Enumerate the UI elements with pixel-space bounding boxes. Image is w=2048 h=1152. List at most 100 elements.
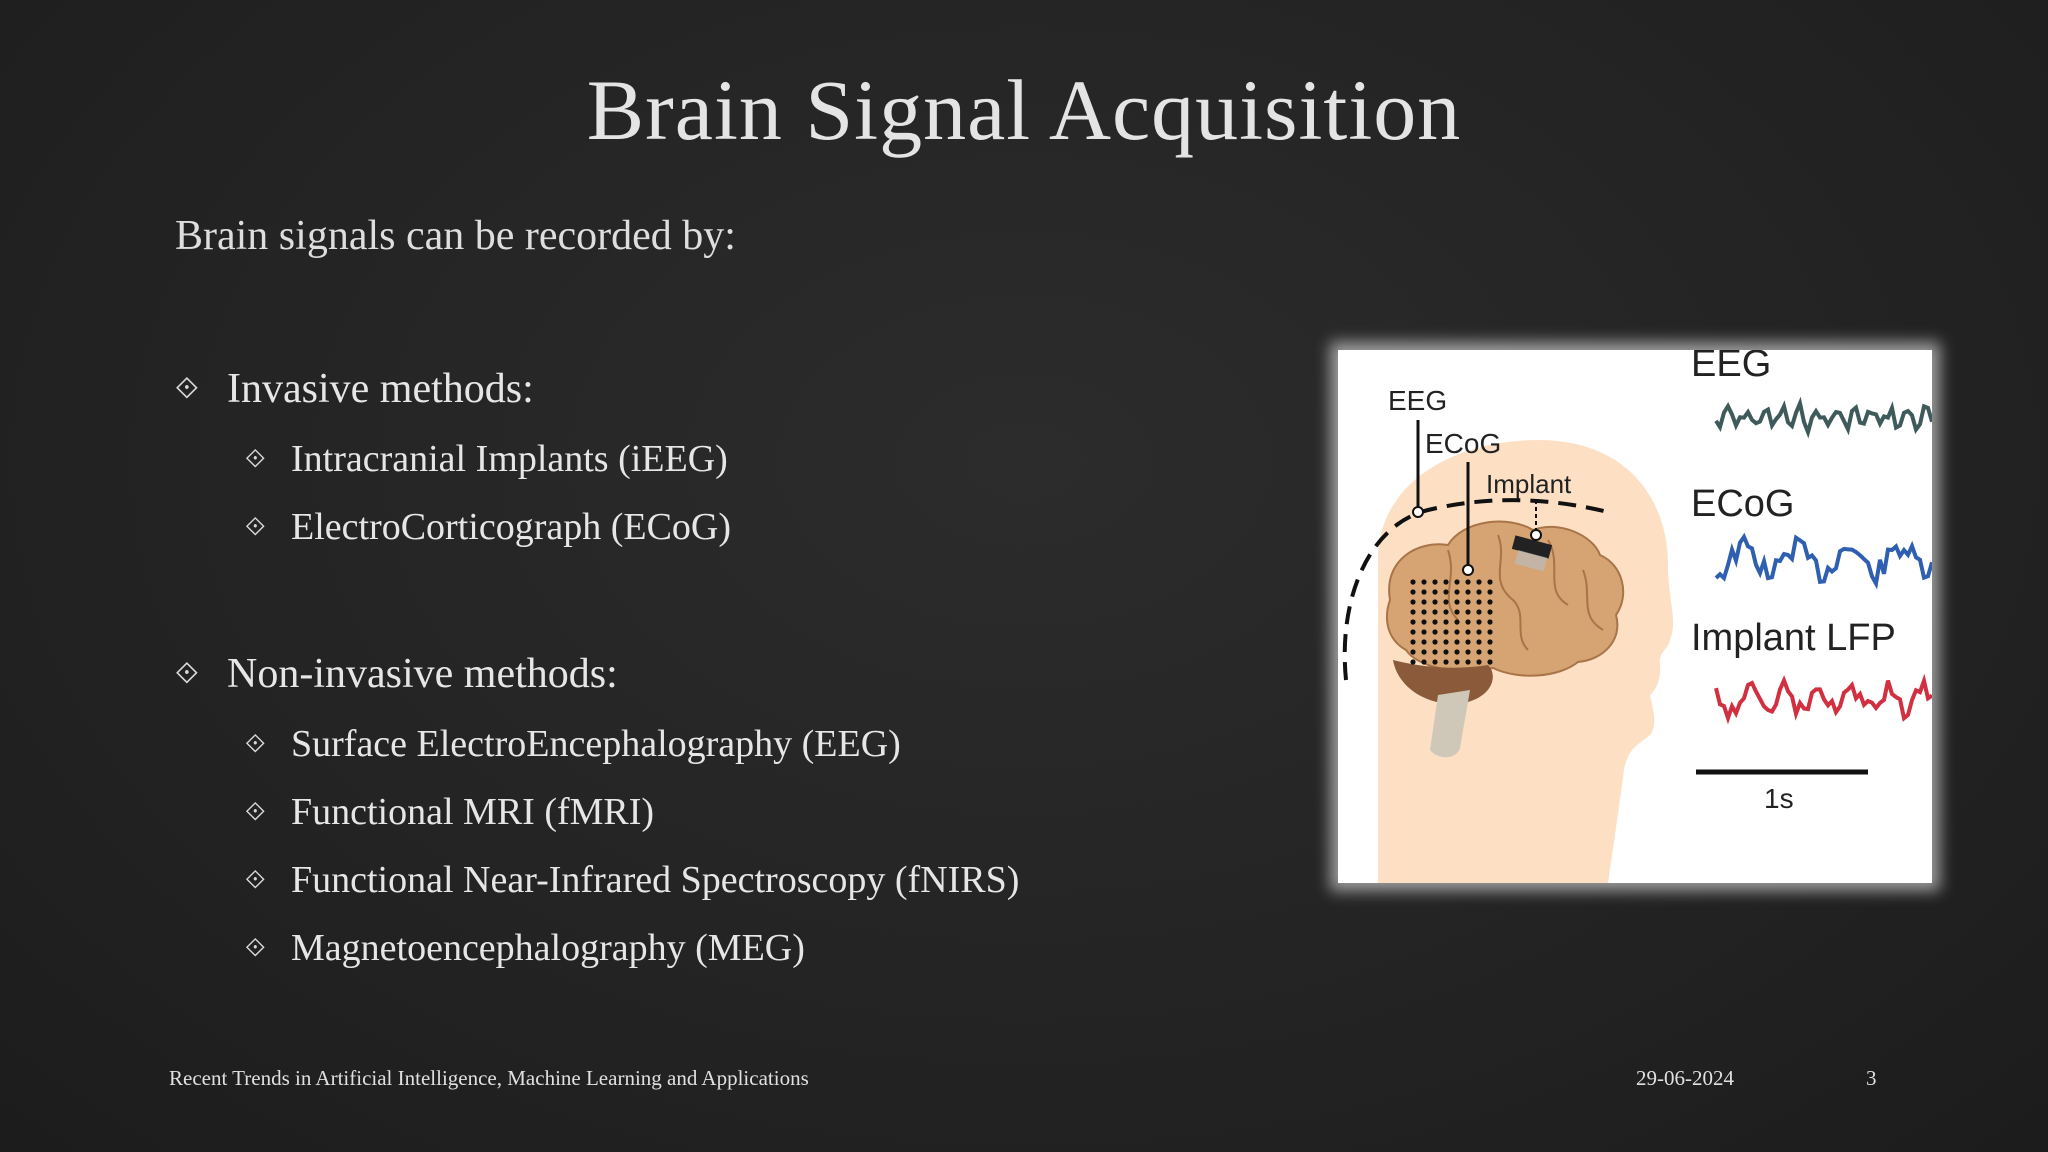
ecog-electrode-dot xyxy=(1454,659,1460,665)
diamond-bullet-icon: ⟐ xyxy=(245,511,266,541)
ecog-electrode-dot xyxy=(1443,649,1449,655)
ecog-electrode-dot xyxy=(1432,599,1438,605)
ecog-electrode-dot xyxy=(1465,579,1471,585)
ecog-electrode-dot xyxy=(1410,659,1416,665)
ecog-electrode-dot xyxy=(1410,639,1416,645)
brain-signal-illustration: EEG ECoG Implant EEG ECoG Implant LFP 1s xyxy=(1342,350,1932,883)
ecog-electrode-dot xyxy=(1443,659,1449,665)
ecog-electrode-dot xyxy=(1487,599,1493,605)
bullet-noninvasive-label: Non-invasive methods: xyxy=(227,651,618,697)
ecog-electrode-dot xyxy=(1465,629,1471,635)
diamond-bullet-icon: ⟐ xyxy=(245,728,266,758)
ecog-electrode-dot xyxy=(1487,589,1493,595)
ecog-electrode-dot xyxy=(1443,609,1449,615)
diamond-bullet-icon: ⟐ xyxy=(175,372,199,405)
ecog-electrode-dot xyxy=(1476,619,1482,625)
ecog-electrode-dot xyxy=(1421,639,1427,645)
brain-fold xyxy=(1447,549,1459,621)
ecog-electrode-dot xyxy=(1410,589,1416,595)
ecog-electrode-dot xyxy=(1454,609,1460,615)
ecog-electrode-dot xyxy=(1432,629,1438,635)
ecog-electrode-dot xyxy=(1476,579,1482,585)
ecog-electrode-dot xyxy=(1487,629,1493,635)
ecog-electrode-dot xyxy=(1421,589,1427,595)
ecog-electrode-dot xyxy=(1454,629,1460,635)
diamond-bullet-icon: ⟐ xyxy=(245,932,266,962)
bullet-EEG: ⟐ Surface ElectroEncephalography (EEG) xyxy=(245,722,901,766)
ecog-electrode-dot xyxy=(1421,579,1427,585)
ecog-electrode-dot xyxy=(1465,599,1471,605)
bullet-MEG-label: Magnetoencephalography (MEG) xyxy=(291,927,805,969)
brain-fold xyxy=(1497,534,1529,651)
ecog-electrode-dot xyxy=(1454,599,1460,605)
ecog-electrode-dot xyxy=(1432,639,1438,645)
bullet-ECoG-label: ElectroCorticograph (ECoG) xyxy=(291,506,732,548)
diamond-bullet-icon: ⟐ xyxy=(245,864,266,894)
bullet-MEG: ⟐ Magnetoencephalography (MEG) xyxy=(245,926,805,970)
footer-conference: Recent Trends in Artificial Intelligence… xyxy=(169,1066,809,1090)
ecog-electrode-dot xyxy=(1454,619,1460,625)
ecog-electrode-dot xyxy=(1432,579,1438,585)
footer-page-number: 3 xyxy=(1866,1066,1877,1090)
slide-title: Brain Signal Acquisition xyxy=(586,62,1462,158)
ecog-electrode-dot xyxy=(1487,649,1493,655)
ecog-electrode-dot xyxy=(1465,609,1471,615)
ecog-electrode-dot xyxy=(1487,659,1493,665)
ecog-trace xyxy=(1714,532,1932,590)
ecog-electrode-dot xyxy=(1421,649,1427,655)
ecog-electrode-dot xyxy=(1487,639,1493,645)
label-implant-left: Implant xyxy=(1486,469,1572,499)
implant-array xyxy=(1511,535,1553,559)
ecog-electrode-dot xyxy=(1432,649,1438,655)
intro-text: Brain signals can be recorded by: xyxy=(175,213,736,259)
bullet-invasive: ⟐ Invasive methods: xyxy=(175,365,534,413)
eeg-electrode-marker xyxy=(1412,506,1424,518)
ecog-electrode-dot xyxy=(1421,609,1427,615)
bullet-ECoG: ⟐ ElectroCorticograph (ECoG) xyxy=(245,505,731,549)
ecog-electrode-marker xyxy=(1462,564,1474,576)
bullet-fNIRS: ⟐ Functional Near-Infrared Spectroscopy … xyxy=(245,858,1019,902)
ecog-electrode-dot xyxy=(1465,619,1471,625)
ecog-electrode-dot xyxy=(1410,649,1416,655)
ecog-electrode-dot xyxy=(1421,599,1427,605)
ecog-electrode-dot xyxy=(1465,659,1471,665)
ecog-electrode-dot xyxy=(1410,629,1416,635)
time-scale-label: 1s xyxy=(1764,783,1794,814)
ecog-electrode-dot xyxy=(1443,579,1449,585)
implant-shank xyxy=(1514,550,1548,572)
ecog-electrode-grid xyxy=(1410,579,1493,665)
bullet-fMRI-label: Functional MRI (fMRI) xyxy=(291,791,655,833)
ecog-electrode-dot xyxy=(1465,639,1471,645)
ecog-electrode-dot xyxy=(1465,589,1471,595)
ecog-electrode-dot xyxy=(1410,599,1416,605)
ecog-electrode-dot xyxy=(1487,619,1493,625)
diamond-bullet-icon: ⟐ xyxy=(245,443,266,473)
ecog-electrode-dot xyxy=(1410,619,1416,625)
brain-fold xyxy=(1582,569,1604,631)
ecog-electrode-dot xyxy=(1443,589,1449,595)
ecog-electrode-dot xyxy=(1476,609,1482,615)
diamond-bullet-icon: ⟐ xyxy=(245,796,266,826)
ecog-electrode-dot xyxy=(1421,629,1427,635)
ecog-electrode-dot xyxy=(1410,579,1416,585)
bullet-fNIRS-label: Functional Near-Infrared Spectroscopy (f… xyxy=(291,859,1020,901)
label-ecog-left: ECoG xyxy=(1425,428,1501,459)
bullet-iEEG: ⟐ Intracranial Implants (iEEG) xyxy=(245,437,728,481)
ecog-electrode-dot xyxy=(1476,599,1482,605)
ecog-electrode-dot xyxy=(1410,609,1416,615)
ecog-electrode-dot xyxy=(1421,619,1427,625)
scalp-dashed-outline xyxy=(1342,498,1609,681)
ecog-electrode-dot xyxy=(1476,639,1482,645)
implant-marker xyxy=(1530,529,1542,541)
label-eeg-signal: EEG xyxy=(1691,350,1771,385)
diamond-bullet-icon: ⟐ xyxy=(175,657,199,690)
footer-date: 29-06-2024 xyxy=(1636,1066,1734,1090)
ecog-electrode-dot xyxy=(1432,659,1438,665)
ecog-electrode-dot xyxy=(1443,619,1449,625)
ecog-electrode-dot xyxy=(1454,589,1460,595)
label-eeg-left: EEG xyxy=(1388,385,1447,416)
bullet-noninvasive: ⟐ Non-invasive methods: xyxy=(175,650,618,698)
ecog-electrode-dot xyxy=(1476,589,1482,595)
ecog-electrode-dot xyxy=(1432,619,1438,625)
